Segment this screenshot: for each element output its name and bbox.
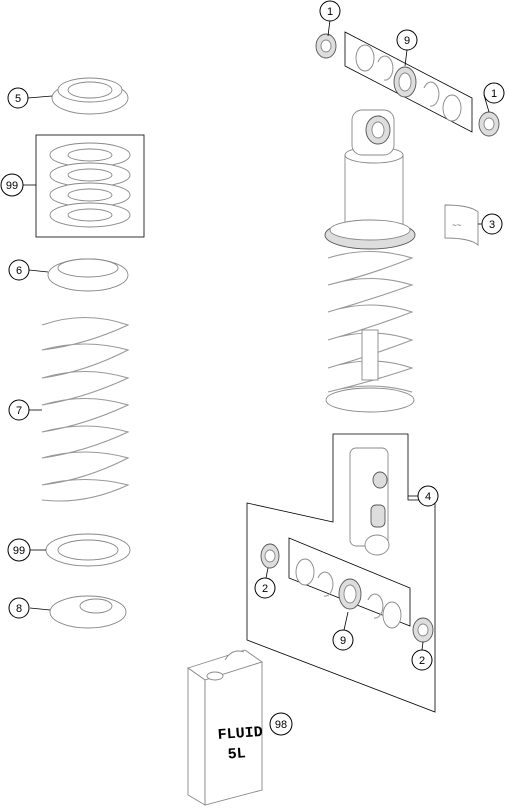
main-spring (41, 316, 130, 502)
spring-retainer (47, 258, 129, 292)
leader-6 (28, 269, 49, 273)
can-label-line2: 5L (227, 745, 246, 763)
svg-text:2: 2 (419, 655, 425, 667)
leader-2-left (265, 567, 269, 579)
svg-text:4: 4 (425, 491, 431, 503)
callout-3: 3 (481, 213, 503, 235)
bushing-top-left (315, 33, 337, 59)
leader-1-top (327, 19, 331, 37)
shock-absorber (324, 109, 416, 413)
svg-text:99: 99 (13, 545, 25, 557)
callout-2-right: 2 (411, 649, 433, 671)
bearing-ring-top-1 (355, 44, 375, 72)
callout-7: 7 (8, 399, 30, 421)
svg-text:1: 1 (491, 88, 497, 100)
svg-text:98: 98 (275, 719, 287, 731)
spacer-washer (45, 533, 131, 567)
shim-stack (49, 142, 131, 228)
bushing-bottom-right (412, 617, 434, 643)
callout-2-left: 2 (254, 577, 276, 599)
svg-text:1: 1 (327, 6, 333, 18)
bearing-ring-bottom-1 (295, 558, 315, 586)
bearing-kit-frame-bottom (288, 537, 411, 627)
callout-98: 98 (269, 712, 293, 736)
circlip-bottom-1 (317, 571, 334, 597)
callout-1-right: 1 (483, 82, 505, 104)
shim-kit-frame (35, 134, 145, 238)
bearing-top (393, 66, 417, 98)
callout-5: 5 (7, 87, 29, 109)
bearing-bottom (338, 578, 362, 610)
callout-9-top: 9 (396, 29, 418, 51)
leader-2-right (421, 641, 424, 651)
can-label-line1: FLUID (217, 724, 263, 744)
leader-5 (27, 95, 53, 99)
callout-99-top: 99 (0, 173, 24, 197)
bearing-ring-top-2 (442, 94, 462, 122)
leader-9-bottom (343, 611, 349, 631)
svg-text:9: 9 (340, 635, 346, 647)
bushing-top-right (478, 111, 500, 137)
clevis-bracket (349, 447, 390, 556)
circlip-bottom-2 (367, 593, 384, 619)
linkage-kit-frame (246, 433, 436, 713)
svg-text:6: 6 (16, 265, 22, 277)
callout-4: 4 (417, 485, 439, 507)
circlip-top-1 (377, 55, 394, 81)
svg-text:~~: ~~ (452, 221, 462, 230)
callout-9-bottom: 9 (332, 629, 354, 651)
bearing-ring-bottom-2 (382, 601, 402, 629)
bearing-kit-frame-top (344, 31, 473, 133)
callout-1-top: 1 (319, 0, 341, 22)
leader-9-top (404, 49, 408, 67)
circlip-top-2 (423, 81, 440, 107)
sticker-part: ~~ (444, 204, 479, 246)
svg-text:2: 2 (262, 583, 268, 595)
svg-text:99: 99 (6, 180, 18, 192)
callout-6: 6 (8, 259, 30, 281)
fluid-can (186, 649, 264, 806)
svg-text:8: 8 (16, 603, 22, 615)
adjuster-ring (51, 77, 129, 115)
leader-8 (29, 607, 51, 611)
split-collar (49, 595, 127, 629)
callout-99-bottom: 99 (7, 538, 31, 562)
svg-text:5: 5 (15, 93, 21, 105)
bushing-bottom-left (260, 543, 280, 569)
svg-text:7: 7 (16, 405, 22, 417)
svg-text:3: 3 (489, 219, 495, 231)
svg-text:9: 9 (404, 35, 410, 47)
callout-8: 8 (8, 597, 30, 619)
